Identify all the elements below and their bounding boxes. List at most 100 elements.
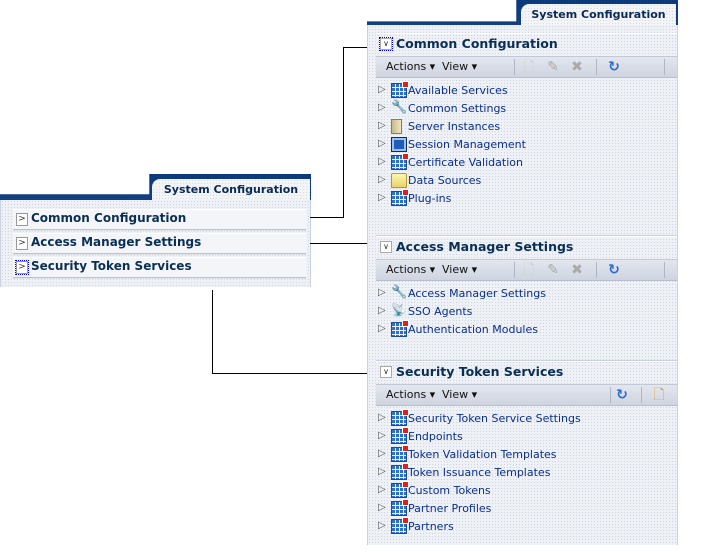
expand-triangle-icon[interactable]: ▷	[378, 412, 386, 423]
row-label: Common Configuration	[31, 211, 187, 225]
collapse-icon[interactable]: ∨	[380, 366, 392, 378]
left-tab-system-configuration[interactable]: System Configuration	[152, 179, 310, 201]
expand-triangle-icon[interactable]: ▷	[378, 84, 386, 95]
new-item-icon[interactable]: 🗋	[653, 387, 665, 403]
tree-item-link[interactable]: Custom Tokens	[408, 484, 491, 497]
edit-pencil-icon[interactable]: ✎	[547, 262, 559, 278]
expand-triangle-icon[interactable]: ▷	[378, 448, 386, 459]
satellite-dish-icon: 📡	[391, 303, 406, 317]
connector-line	[343, 47, 372, 48]
tree-item-link[interactable]: Available Services	[408, 84, 508, 97]
wrench-icon: 🔧	[391, 285, 408, 300]
refresh-icon[interactable]: ↻	[608, 262, 620, 278]
left-row-security-token-services[interactable]: > Security Token Services	[13, 257, 306, 278]
actions-label: Actions	[386, 60, 427, 73]
collapse-icon[interactable]: ∨	[379, 37, 393, 51]
actions-menu[interactable]: Actions ▾	[386, 60, 436, 73]
expand-triangle-icon[interactable]: ▷	[378, 138, 386, 149]
connector-line	[212, 290, 213, 374]
grid-icon	[391, 189, 409, 206]
expand-triangle-icon[interactable]: ▷	[378, 156, 386, 167]
grid-icon	[391, 499, 409, 516]
section-title: Access Manager Settings	[396, 239, 574, 254]
expand-triangle-icon[interactable]: ▷	[378, 120, 386, 131]
section-header[interactable]: ∨ Access Manager Settings	[376, 236, 677, 257]
actions-menu[interactable]: Actions ▾	[386, 388, 436, 401]
tree-item-link[interactable]: Partner Profiles	[408, 502, 492, 515]
grid-icon	[391, 320, 409, 337]
tree-item-link[interactable]: Token Validation Templates	[408, 448, 557, 461]
edit-pencil-icon[interactable]: ✎	[547, 59, 559, 75]
refresh-icon[interactable]: ↻	[608, 59, 620, 75]
section-title: Security Token Services	[396, 364, 564, 379]
section-toolbar: Actions ▾ View ▾ 🗋 ✎ ✖ ↻	[376, 259, 677, 281]
expand-triangle-icon[interactable]: ▷	[378, 102, 386, 113]
grid-icon	[391, 481, 409, 498]
expand-triangle-icon[interactable]: ▷	[378, 305, 386, 316]
section-title: Common Configuration	[396, 36, 558, 51]
tree-item-link[interactable]: Endpoints	[408, 430, 463, 443]
view-label: View	[442, 388, 469, 401]
tree-item-link[interactable]: Certificate Validation	[408, 156, 523, 169]
expand-triangle-icon[interactable]: ▷	[378, 287, 386, 298]
expand-triangle-icon[interactable]: ▷	[378, 323, 386, 334]
connector-line	[310, 243, 372, 244]
tree-item-link[interactable]: Token Issuance Templates	[408, 466, 551, 479]
expand-triangle-icon[interactable]: ▷	[378, 174, 386, 185]
tree-item-link[interactable]: Authentication Modules	[408, 323, 538, 336]
new-document-icon[interactable]: 🗋	[523, 262, 535, 278]
view-menu[interactable]: View ▾	[442, 263, 478, 276]
grid-icon	[391, 427, 409, 444]
view-label: View	[442, 263, 469, 276]
tree-item-link[interactable]: Access Manager Settings	[408, 287, 546, 300]
section-toolbar: Actions ▾ View ▾ ↻ 🗋	[376, 384, 677, 406]
left-panel: > Common Configuration > Access Manager …	[0, 200, 311, 287]
grid-icon	[391, 153, 409, 170]
section-header[interactable]: ∨ Common Configuration	[376, 33, 677, 54]
tree-item-link[interactable]: Session Management	[408, 138, 526, 151]
expand-icon[interactable]: >	[15, 260, 29, 275]
left-row-common-configuration[interactable]: > Common Configuration	[13, 209, 306, 230]
delete-icon[interactable]: ✖	[571, 262, 583, 278]
row-label: Access Manager Settings	[31, 235, 202, 249]
server-icon	[391, 119, 402, 134]
tree-item-link[interactable]: Plug-ins	[408, 192, 452, 205]
folder-icon	[391, 173, 407, 188]
connector-line	[343, 47, 344, 218]
new-document-icon[interactable]: 🗋	[523, 59, 535, 75]
view-label: View	[442, 60, 469, 73]
view-menu[interactable]: View ▾	[442, 388, 478, 401]
row-label: Security Token Services	[31, 259, 192, 273]
expand-triangle-icon[interactable]: ▷	[378, 192, 386, 203]
tree-item-link[interactable]: Common Settings	[408, 102, 507, 115]
actions-menu[interactable]: Actions ▾	[386, 263, 436, 276]
section-header[interactable]: ∨ Security Token Services	[376, 361, 677, 382]
delete-icon[interactable]: ✖	[571, 59, 583, 75]
tree-item-link[interactable]: Data Sources	[408, 174, 482, 187]
actions-label: Actions	[386, 388, 427, 401]
right-panel: ∨ Common Configuration Actions ▾ View ▾ …	[367, 25, 678, 545]
tree-item-link[interactable]: Server Instances	[408, 120, 501, 133]
divider	[376, 235, 677, 236]
wrench-icon: 🔧	[391, 100, 408, 115]
expand-triangle-icon[interactable]: ▷	[378, 520, 386, 531]
expand-triangle-icon[interactable]: ▷	[378, 430, 386, 441]
section-toolbar: Actions ▾ View ▾ 🗋 ✎ ✖ ↻	[376, 56, 677, 78]
expand-icon[interactable]: >	[16, 237, 28, 250]
connector-line	[310, 217, 343, 218]
refresh-icon[interactable]: ↻	[616, 387, 628, 403]
expand-triangle-icon[interactable]: ▷	[378, 466, 386, 477]
right-tab-system-configuration[interactable]: System Configuration	[521, 4, 676, 26]
expand-triangle-icon[interactable]: ▷	[378, 484, 386, 495]
collapse-icon[interactable]: ∨	[380, 241, 392, 253]
connector-line	[212, 373, 372, 374]
expand-icon[interactable]: >	[16, 213, 28, 226]
actions-label: Actions	[386, 263, 427, 276]
view-menu[interactable]: View ▾	[442, 60, 478, 73]
grid-icon	[391, 445, 409, 462]
left-row-access-manager-settings[interactable]: > Access Manager Settings	[13, 233, 306, 254]
expand-triangle-icon[interactable]: ▷	[378, 502, 386, 513]
tree-item-link[interactable]: SSO Agents	[408, 305, 473, 318]
tree-item-link[interactable]: Partners	[408, 520, 454, 533]
tree-item-link[interactable]: Security Token Service Settings	[408, 412, 581, 425]
